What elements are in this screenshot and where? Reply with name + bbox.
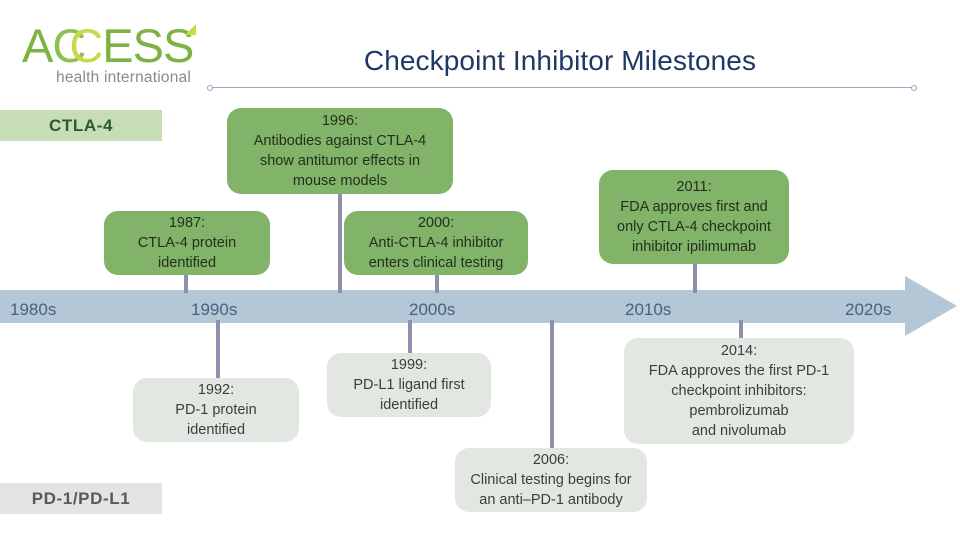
event-card-2014[interactable]: 2014: FDA approves the first PD-1 checkp… — [624, 338, 854, 444]
event-card-1992[interactable]: 1992: PD-1 protein identified — [133, 378, 299, 442]
connector-stem-1992 — [216, 320, 220, 378]
connector-stem-2000 — [435, 275, 439, 293]
connector-stem-2014 — [739, 320, 743, 338]
event-line-1996-3: mouse models — [292, 173, 388, 189]
event-line-2014-4: and nivolumab — [691, 423, 787, 439]
connector-stem-2006 — [550, 320, 554, 448]
event-year-2006: 2006: — [532, 452, 570, 468]
axis-tick-2010s: 2010s — [625, 300, 672, 319]
timeline-arrow-icon — [905, 276, 957, 336]
page-title: Checkpoint Inhibitor Milestones — [363, 45, 757, 76]
connector-stem-1996 — [338, 194, 342, 293]
category-badge-pd1-pdl1: PD-1/PD-L1 — [0, 483, 162, 514]
event-card-1999[interactable]: 1999: PD-L1 ligand first identified — [327, 353, 491, 417]
event-line-1987-1: CTLA-4 protein — [137, 235, 237, 251]
event-line-2006-2: an anti–PD-1 antibody — [479, 492, 623, 508]
event-line-1992-1: PD-1 protein — [175, 402, 257, 418]
logo-letters-ess: ESS — [102, 19, 194, 72]
event-line-2011-2: only CTLA-4 checkpoint — [617, 219, 771, 235]
event-line-1992-2: identified — [186, 422, 246, 438]
event-year-2014: 2014: — [720, 343, 758, 359]
event-card-2006[interactable]: 2006: Clinical testing begins for an ant… — [455, 448, 647, 512]
title-divider-rule — [207, 85, 917, 91]
event-card-1996[interactable]: 1996: Antibodies against CTLA-4 show ant… — [227, 108, 453, 194]
event-year-1992: 1992: — [197, 382, 235, 398]
logo-letter-c2: C — [69, 19, 103, 72]
axis-tick-2020s: 2020s — [845, 300, 892, 319]
axis-tick-2000s: 2000s — [409, 300, 456, 319]
event-line-1996-2: show antitumor effects in — [259, 153, 421, 169]
event-year-1996: 1996: — [321, 113, 359, 129]
event-year-2000: 2000: — [417, 215, 455, 231]
connector-stem-2011 — [693, 264, 697, 293]
event-year-1999: 1999: — [390, 357, 428, 373]
event-line-2000-1: Anti-CTLA-4 inhibitor — [368, 235, 504, 251]
category-badge-ctla4: CTLA-4 — [0, 110, 162, 141]
logo-accent-triangle-icon — [185, 24, 196, 35]
event-year-1987: 1987: — [168, 215, 206, 231]
event-line-1999-1: PD-L1 ligand first — [353, 377, 465, 393]
logo-subtitle: health international — [56, 69, 191, 86]
access-health-logo: ACCESS health international — [22, 19, 202, 86]
event-card-2011[interactable]: 2011: FDA approves first and only CTLA-4… — [599, 170, 789, 264]
axis-tick-1990s: 1990s — [191, 300, 238, 319]
event-line-2011-3: inhibitor ipilimumab — [631, 239, 757, 255]
event-card-2000[interactable]: 2000: Anti-CTLA-4 inhibitor enters clini… — [344, 211, 528, 275]
event-line-2011-1: FDA approves first and — [620, 199, 768, 215]
logo-letter-c1: C — [52, 19, 86, 72]
event-line-1996-1: Antibodies against CTLA-4 — [253, 133, 427, 149]
event-line-2000-2: enters clinical testing — [368, 255, 504, 271]
event-line-1987-2: identified — [157, 255, 217, 271]
axis-tick-1980s: 1980s — [10, 300, 57, 319]
event-line-2014-3: pembrolizumab — [689, 403, 789, 419]
event-line-2014-2: checkpoint inhibitors: — [671, 383, 807, 399]
connector-stem-1999 — [408, 320, 412, 353]
logo-letter-a: A — [22, 19, 53, 72]
connector-stem-1987 — [184, 275, 188, 293]
event-line-1999-2: identified — [379, 397, 439, 413]
event-year-2011: 2011: — [676, 179, 712, 195]
timeline-axis-bar — [0, 290, 912, 323]
logo-wordmark: ACCESS — [22, 19, 194, 72]
event-line-2014-1: FDA approves the first PD-1 — [648, 363, 830, 379]
event-card-1987[interactable]: 1987: CTLA-4 protein identified — [104, 211, 270, 275]
event-line-2006-1: Clinical testing begins for — [470, 472, 632, 488]
